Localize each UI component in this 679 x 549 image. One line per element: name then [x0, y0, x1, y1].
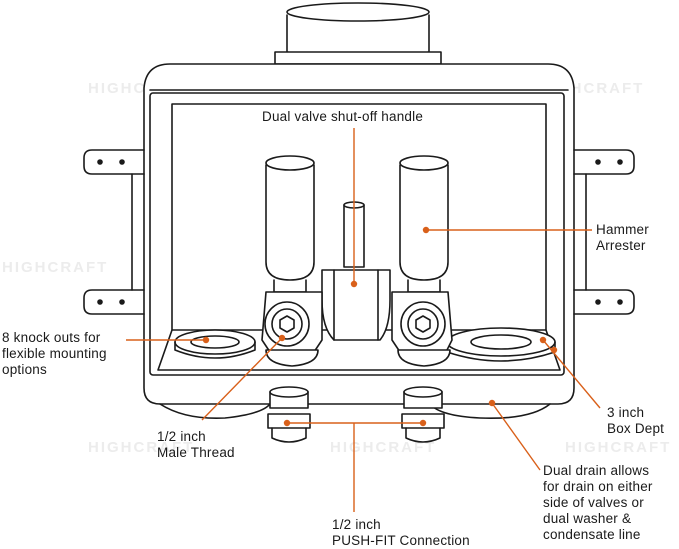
top-port: [274, 2, 442, 65]
leader-drain: [491, 402, 541, 471]
inner-frame-outer: [149, 92, 565, 376]
callout-shutoff-handle: Dual valve shut-off handle: [262, 109, 424, 124]
callout-dual-drain: Dual drain allows for drain on either si…: [543, 463, 653, 542]
watermark-7: HIGHCRAFT: [330, 439, 436, 456]
watermark-8: HIGHCRAFT: [565, 439, 671, 456]
right-flanges: [573, 149, 635, 315]
knock-out-rings: [174, 327, 556, 362]
callout-box-depth: 3 inch Box Dept: [607, 405, 665, 436]
right-valve-body: [391, 291, 453, 367]
watermark-6: HIGHCRAFT: [88, 439, 194, 456]
callout-male-thread: 1/2 inch Male Thread: [157, 429, 235, 460]
watermark-3: HIGHCRAFT: [2, 259, 108, 276]
right-arrester: [399, 155, 449, 293]
left-flanges: [83, 149, 145, 315]
callout-push-fit: 1/2 inch PUSH-FIT Connection: [332, 517, 470, 548]
bottom-bowl-left: [159, 403, 271, 420]
callout-knock-outs: 8 knock outs for flexible mounting optio…: [2, 330, 107, 377]
left-valve-body: [261, 291, 323, 367]
callout-dots: [202, 226, 558, 427]
bottom-bowl-right: [429, 403, 551, 420]
leader-pushfit: [287, 422, 423, 512]
left-arrester: [265, 155, 315, 293]
leader-malethread: [201, 337, 283, 421]
callout-hammer-arrester: Hammer Arrester: [596, 222, 649, 253]
